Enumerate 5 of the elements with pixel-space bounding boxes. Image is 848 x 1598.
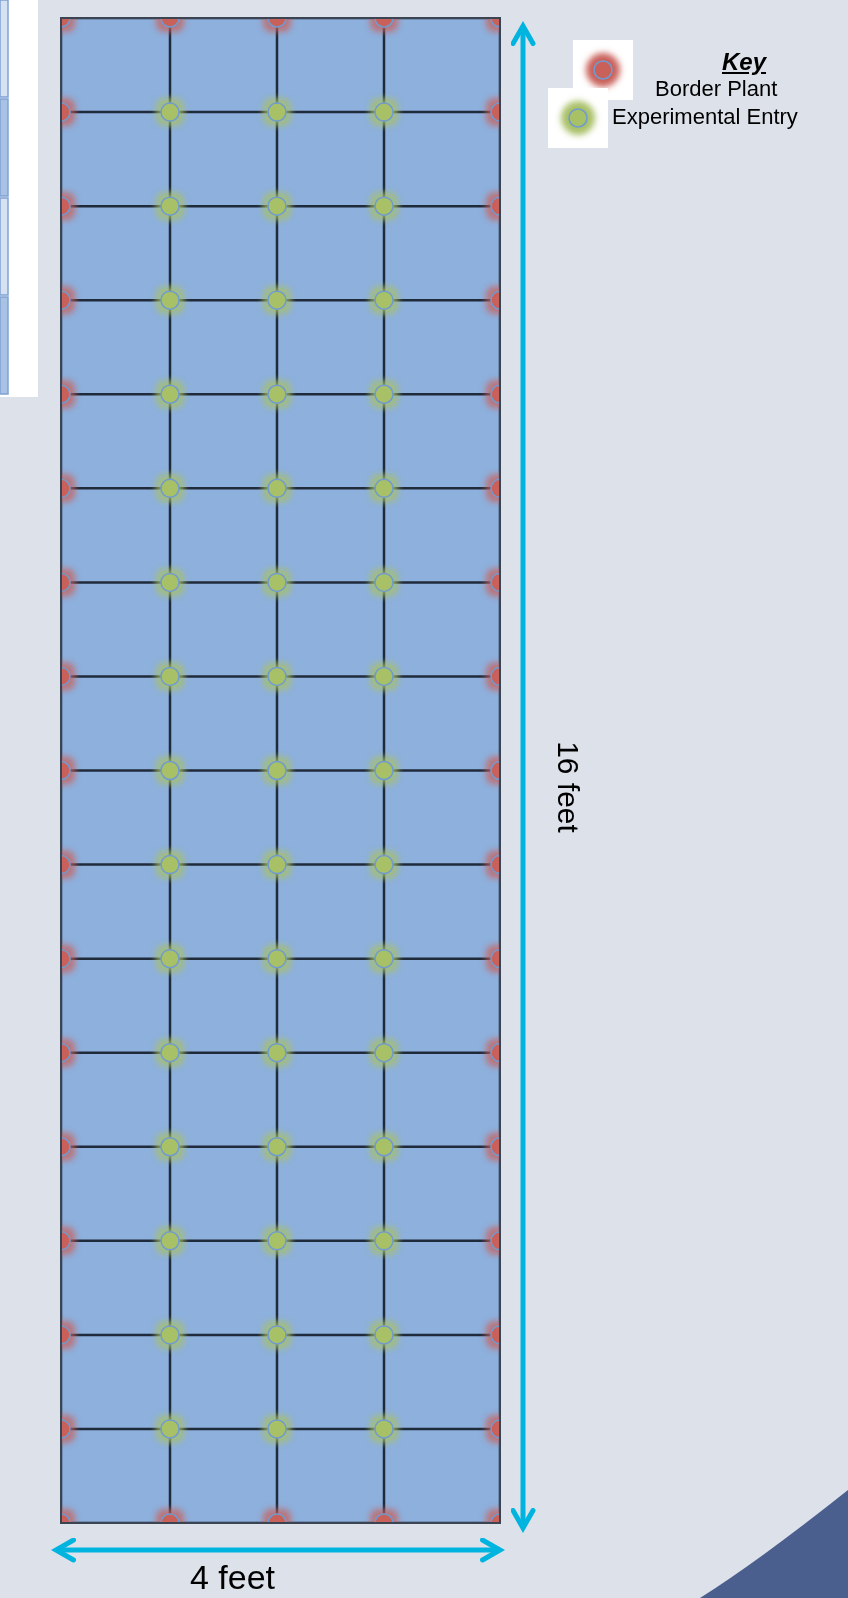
legend-label: Experimental Entry <box>612 104 798 130</box>
legend-label: Border Plant <box>655 76 778 102</box>
legend-heading: Key <box>722 48 767 76</box>
dimension-label: 4 feet <box>190 1558 276 1597</box>
dimension-label: 16 feet <box>550 741 585 833</box>
